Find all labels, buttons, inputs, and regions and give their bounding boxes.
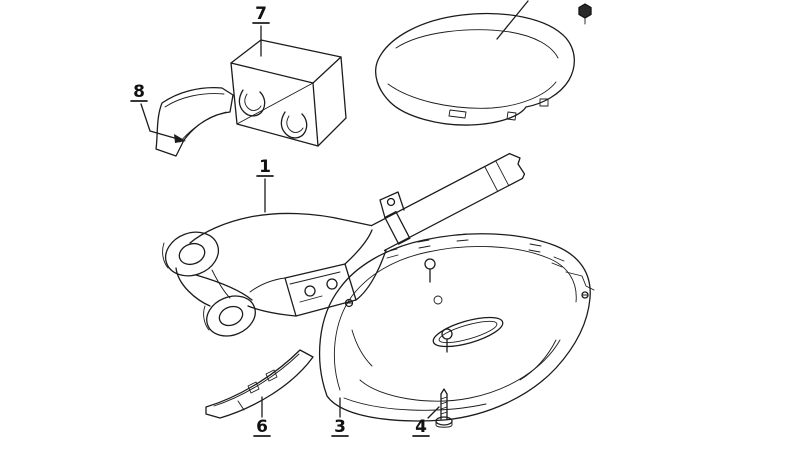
callout-label-6: 6 bbox=[256, 417, 268, 437]
part-screw bbox=[435, 388, 453, 428]
callout-8: 8 bbox=[130, 82, 186, 143]
leader-line-4 bbox=[427, 406, 440, 419]
callout-4: 4 bbox=[412, 406, 440, 437]
callout-7: 7 bbox=[252, 4, 270, 57]
part-upper-shroud-shell bbox=[375, 0, 575, 126]
part-lower-trim-strip bbox=[205, 349, 314, 419]
part-lower-shroud-shell bbox=[318, 233, 595, 422]
callout-label-1: 1 bbox=[259, 157, 271, 177]
callout-label-4: 4 bbox=[415, 417, 427, 437]
callout-label-3: 3 bbox=[334, 417, 346, 437]
callout-3: 3 bbox=[331, 397, 349, 437]
leader-upper-shroud bbox=[496, 0, 529, 40]
callout-6: 6 bbox=[253, 396, 271, 437]
leader-arrowhead bbox=[174, 134, 186, 143]
callout-1: 1 bbox=[256, 157, 274, 213]
leader-line-8 bbox=[140, 103, 179, 140]
callout-label-8: 8 bbox=[133, 82, 145, 102]
callout-label-7: 7 bbox=[255, 4, 267, 24]
part-hex-nut bbox=[578, 3, 592, 25]
part-steering-column-assembly bbox=[162, 152, 526, 337]
part-bent-trim-strip bbox=[155, 86, 234, 157]
part-upper-shroud-cap bbox=[230, 39, 347, 147]
